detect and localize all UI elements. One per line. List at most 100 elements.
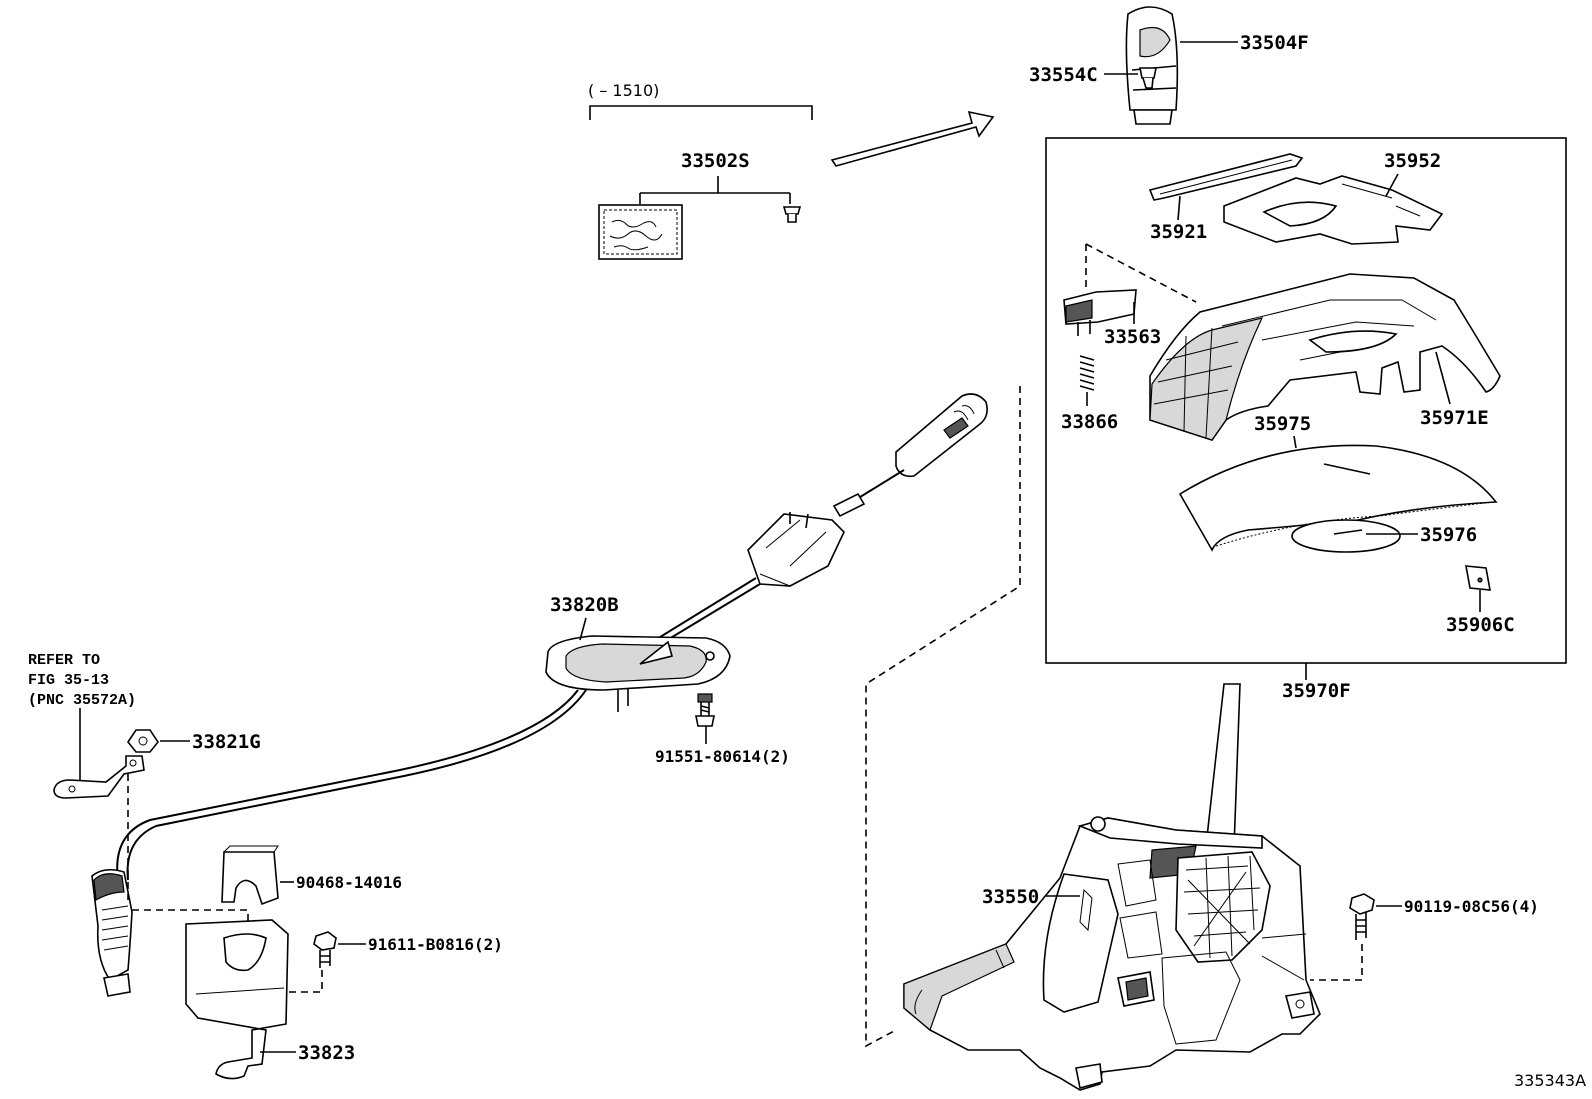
shifter-ramp-detail bbox=[914, 949, 1005, 1015]
label-33554c: 33554C bbox=[1029, 64, 1098, 86]
grommet-plate-boot bbox=[565, 643, 707, 683]
label-33823: 33823 bbox=[298, 1042, 355, 1064]
plate-slot bbox=[1262, 201, 1338, 227]
housing-slot bbox=[1308, 330, 1398, 353]
trim-strip-line bbox=[1159, 159, 1293, 195]
shifter-gate-ribs bbox=[1183, 855, 1261, 959]
date-range-label: ( – 1510) bbox=[588, 81, 659, 100]
cable-transmission-tip bbox=[103, 973, 131, 997]
bolt-91551-icon bbox=[695, 693, 715, 727]
cable-sheath-inner bbox=[126, 689, 587, 881]
spring-33866-icon bbox=[1079, 355, 1095, 406]
label-sheet-inner bbox=[603, 209, 678, 255]
leader-33820b bbox=[579, 617, 587, 641]
shift-knob-icon bbox=[1125, 6, 1179, 111]
shift-knob-highlight bbox=[1139, 27, 1171, 58]
cable-rod-lower-2 bbox=[651, 577, 757, 643]
cable-adjuster-tabs bbox=[789, 512, 809, 529]
dashline-33563 bbox=[1085, 243, 1197, 303]
label-91611: 91611-B0816(2) bbox=[368, 935, 503, 954]
plate-35906c bbox=[1465, 565, 1491, 591]
cable-transmission-threads bbox=[101, 905, 129, 951]
label-90468: 90468-14016 bbox=[296, 873, 402, 892]
label-33563: 33563 bbox=[1104, 326, 1161, 348]
dashline-cable-to-shifter bbox=[865, 386, 1021, 1048]
leader-33502s bbox=[639, 176, 791, 204]
label-35921: 35921 bbox=[1150, 221, 1207, 243]
plate-35976 bbox=[1291, 519, 1401, 553]
bolt-91611-icon bbox=[313, 931, 337, 968]
plate-35976-slot bbox=[1333, 529, 1363, 535]
leader-35952 bbox=[1385, 173, 1399, 197]
shift-knob-base bbox=[1133, 109, 1173, 125]
bolt-90119-icon bbox=[1349, 893, 1375, 940]
label-33821g: 33821G bbox=[192, 731, 261, 753]
shift-cable-33820b: 33820B bbox=[91, 393, 988, 997]
grommet-studs bbox=[617, 688, 629, 712]
direction-arrow bbox=[830, 110, 995, 167]
label-33550: 33550 bbox=[982, 886, 1039, 908]
label-33504f: 33504F bbox=[1240, 32, 1309, 54]
shifter-body-pockets bbox=[1117, 859, 1163, 959]
bracket-33823-icon bbox=[185, 919, 289, 1080]
label-35975: 35975 bbox=[1254, 413, 1311, 435]
cable-transmission-boot bbox=[93, 873, 125, 901]
label-33502s: 33502S bbox=[681, 150, 750, 172]
plate-35906c-hole bbox=[1477, 577, 1483, 583]
date-range-bracket bbox=[589, 105, 813, 120]
label-35976: 35976 bbox=[1420, 524, 1477, 546]
kit-33502s-group: ( – 1510) 33502S bbox=[588, 81, 995, 260]
cable-end-fitting bbox=[895, 393, 988, 478]
plate-detail bbox=[1341, 183, 1421, 217]
shifter-side-slot bbox=[1079, 888, 1093, 932]
grommet-hole bbox=[705, 651, 715, 661]
switch-33563-icon bbox=[1063, 289, 1137, 336]
bracket-35572a-icon bbox=[53, 755, 145, 799]
label-90119: 90119-08C56(4) bbox=[1404, 897, 1539, 916]
note-line-1: REFER TO bbox=[28, 652, 100, 669]
leader-35921 bbox=[1177, 195, 1181, 221]
indicator-assembly-35970f: 35970F 35921 35952 33563 33866 bbox=[1045, 137, 1567, 702]
shifter-solenoid-core bbox=[1125, 977, 1149, 1001]
housing-face-grid bbox=[1153, 327, 1239, 439]
indicator-housing-35971e bbox=[1149, 273, 1501, 441]
note-line-3: (PNC 35572A) bbox=[28, 692, 136, 709]
shifter-top-frame bbox=[1077, 817, 1263, 849]
leader-35971e bbox=[1435, 351, 1451, 405]
shifter-mount-tab bbox=[1284, 991, 1315, 1019]
shifter-side-panel bbox=[1042, 873, 1119, 1013]
shifter-front-tab bbox=[1075, 1063, 1103, 1089]
leader-35975 bbox=[1293, 435, 1297, 449]
shifter-gate-frame bbox=[1175, 851, 1271, 963]
refer-note: REFER TO FIG 35-13 (PNC 35572A) bbox=[28, 652, 136, 790]
cable-adjuster-lines bbox=[759, 519, 827, 587]
nut-33821g-icon bbox=[127, 729, 159, 753]
plug-icon bbox=[1139, 67, 1157, 89]
clip-icon bbox=[782, 206, 802, 223]
label-33866: 33866 bbox=[1061, 411, 1118, 433]
dust-cover-slot bbox=[1323, 463, 1371, 475]
shifter-mount-hole bbox=[1295, 999, 1305, 1009]
cable-adjuster bbox=[747, 513, 845, 587]
shifter-housing bbox=[903, 817, 1321, 1091]
shifter-assembly-33550 bbox=[903, 683, 1321, 1091]
grommet-cone bbox=[639, 640, 673, 665]
dust-cover-35975 bbox=[1178, 444, 1498, 552]
label-33820b: 33820B bbox=[550, 594, 619, 616]
label-35971e: 35971E bbox=[1420, 407, 1489, 429]
dashline-bolt-90119 bbox=[1310, 944, 1363, 981]
cable-rod-upper bbox=[851, 469, 905, 503]
cable-end-detail bbox=[953, 405, 975, 421]
clip-90468-icon bbox=[221, 845, 279, 906]
figure-code: 335343A bbox=[1514, 1071, 1586, 1090]
label-35970f: 35970F bbox=[1282, 680, 1351, 702]
label-35952: 35952 bbox=[1384, 150, 1441, 172]
shifter-pin bbox=[1090, 816, 1106, 832]
label-91551: 91551-80614(2) bbox=[655, 747, 790, 766]
shifter-base-ramp bbox=[903, 943, 1015, 1032]
cable-end-grip bbox=[943, 417, 969, 439]
label-35906c: 35906C bbox=[1446, 614, 1515, 636]
cable-collar bbox=[832, 492, 866, 518]
shift-knob-group: 33504F 33554C bbox=[1029, 6, 1309, 125]
